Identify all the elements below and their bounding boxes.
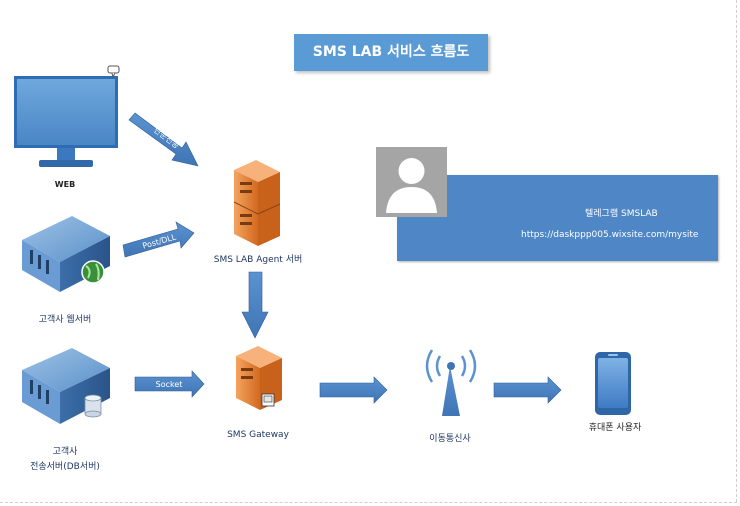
- arrow-webserver-to-agent: [122, 221, 195, 258]
- globe-icon: [81, 260, 105, 284]
- user-silhouette-icon: [386, 158, 437, 213]
- arrow-db-to-gateway: [134, 370, 205, 398]
- contact-info-box: 텔레그램 SMSLAB https://daskppp005.wixsite.c…: [397, 175, 718, 261]
- antenna-icon: [425, 349, 477, 416]
- comment-icon: [107, 65, 120, 79]
- agent-server-icon: [233, 160, 281, 246]
- arrow-carrier-to-phone: [493, 376, 562, 404]
- label-web: WEB: [54, 180, 76, 189]
- site-url-link[interactable]: https://daskppp005.wixsite.com/mysite: [521, 230, 699, 240]
- label-db-server-line2: 전송서버(DB서버): [30, 462, 100, 472]
- avatar: [376, 147, 447, 217]
- monitor-icon: [14, 76, 118, 167]
- phone-icon: [595, 352, 631, 415]
- label-gateway: SMS Gateway: [227, 430, 289, 440]
- arrow-web-to-agent: [128, 112, 199, 167]
- label-db-server-line1: 고객사: [52, 447, 78, 457]
- database-icon: [84, 394, 102, 418]
- page-border-bottom: [0, 502, 737, 503]
- arrow-gateway-to-carrier: [319, 376, 388, 404]
- label-web-server: 고객사 웹서버: [38, 315, 92, 325]
- label-agent-server: SMS LAB Agent 서버: [213, 255, 303, 265]
- arrow-label-socket: Socket: [156, 380, 183, 389]
- label-phone-user: 휴대폰 사용자: [588, 423, 642, 433]
- web-server-icon: [22, 216, 110, 292]
- telegram-label: 텔레그램 SMSLAB: [585, 209, 658, 219]
- db-server-icon: [22, 348, 110, 424]
- gateway-server-icon: [236, 346, 282, 410]
- arrow-agent-to-gateway: [241, 271, 269, 339]
- diagram-title: SMS LAB 서비스 흐름도: [294, 34, 488, 71]
- label-carrier: 이동통신사: [429, 434, 471, 444]
- page-border-right: [736, 0, 737, 502]
